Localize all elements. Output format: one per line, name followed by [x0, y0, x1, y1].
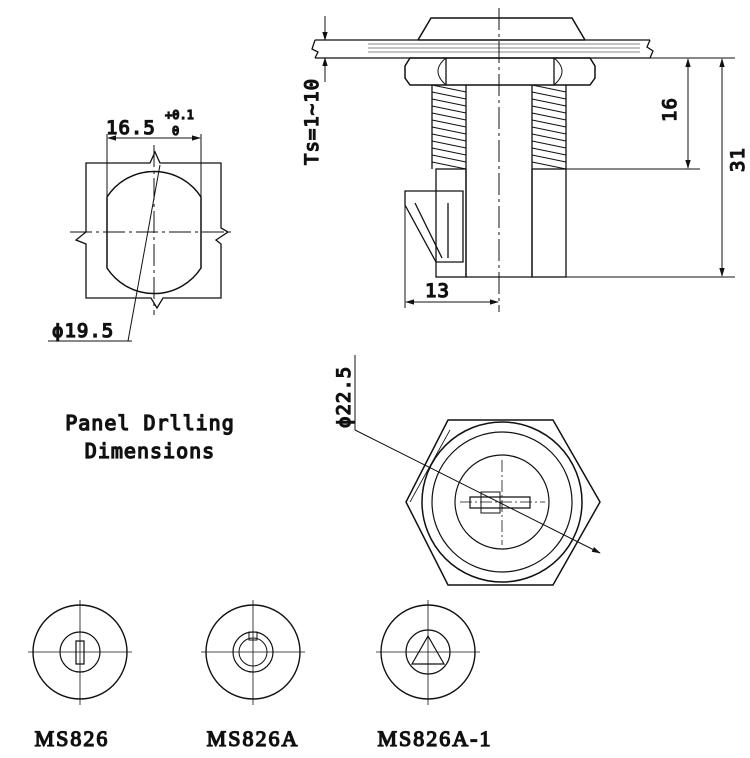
drill-hole	[106, 170, 202, 295]
drill-width-label: 16.5	[106, 117, 156, 139]
model-label-2: MS826A	[207, 726, 300, 751]
cam-plate	[404, 190, 464, 263]
variant-ms826a	[201, 600, 305, 705]
variant-1-key-slot	[75, 640, 85, 665]
thread-left	[431, 84, 467, 170]
panel-outline	[74, 150, 230, 310]
nut-chamfer-left	[437, 57, 563, 86]
front-cylinder-circle	[431, 431, 573, 573]
drill-tolerance-lower: 0	[172, 124, 179, 138]
side-view	[311, 8, 735, 312]
panel-drilling-view	[48, 134, 232, 342]
variant-ms826	[28, 600, 132, 705]
caption-line-1: Panel Drlling	[65, 411, 235, 435]
model-label-3: MS826A-1	[377, 726, 492, 751]
dim13-label: 13	[425, 280, 450, 302]
variant-ms826a-1	[376, 600, 480, 705]
panel-plate	[311, 39, 654, 59]
dim31-label: 31	[727, 147, 749, 172]
lock-head	[417, 17, 586, 41]
front-hex-outline	[405, 419, 601, 586]
front-keyway	[469, 496, 531, 509]
variant-2-notch	[248, 631, 258, 641]
front-diameter-label: ϕ22.5	[333, 366, 355, 428]
front-diameter-leader	[354, 429, 601, 554]
body-right-block	[531, 168, 567, 278]
drill-diameter-label: ϕ19.5	[52, 320, 114, 342]
hex-nut	[404, 57, 596, 86]
diameter-leader	[127, 164, 161, 342]
front-key-insert	[480, 491, 501, 514]
front-core-circle	[454, 454, 550, 550]
model-label-1: MS826	[35, 726, 110, 751]
caption-line-2: Dimensions	[85, 439, 215, 463]
variant-3-triangle	[410, 634, 446, 665]
body-left-block	[435, 168, 467, 278]
ts-label: Ts=1~10	[301, 78, 323, 165]
drill-tolerance-upper: +0.1	[165, 108, 194, 122]
cam-inner	[414, 202, 443, 259]
thread-right	[531, 84, 567, 170]
dim16-label: 16	[659, 97, 681, 122]
front-view	[354, 355, 601, 586]
front-flange-circle	[421, 421, 583, 583]
